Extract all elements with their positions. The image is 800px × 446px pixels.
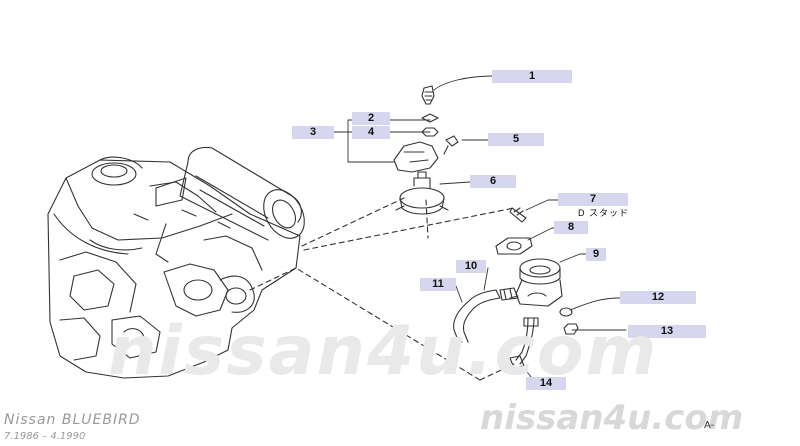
watermark-large: nissan4u.com [108,312,659,391]
callout-6[interactable]: 6 [470,175,516,188]
callout-4[interactable]: 4 [352,126,390,139]
callout-12[interactable]: 12 [620,291,696,304]
part-12-washer [559,307,573,317]
part-10-connector [499,287,519,301]
callout-13[interactable]: 13 [628,325,706,338]
part-5-bolt [443,135,459,155]
watermark-small: nissan4u.com [480,398,744,438]
leader-lines [333,75,627,379]
air-cleaner-illustration [155,146,305,241]
part-1-bolt [421,85,435,105]
part-2-washer [421,113,439,123]
callout-14[interactable]: 14 [526,377,566,390]
bracket [393,141,439,173]
reference-lines [249,197,515,381]
part-7-stud [509,207,527,223]
callout-1[interactable]: 1 [492,70,572,83]
callout-3[interactable]: 3 [292,126,334,139]
part-4-nut [421,127,439,137]
engine-illustration [47,156,301,379]
callout-10[interactable]: 10 [456,260,486,273]
callout-7[interactable]: 7 [558,193,628,206]
model-years: 7.1986 – 4.1990 [4,431,86,442]
callout-2[interactable]: 2 [352,112,390,125]
part-8-gasket [495,237,533,255]
callout-9[interactable]: 9 [586,248,606,261]
part-11-hose [453,289,501,343]
callout-8[interactable]: 8 [554,221,588,234]
page-reference: A- [704,420,715,431]
note-7-stud: D スタッド [578,208,630,218]
callout-5[interactable]: 5 [488,133,544,146]
model-name: Nissan BLUEBIRD [4,412,141,428]
part-6-valve [395,171,449,215]
part-14-tube [509,317,539,369]
callout-11[interactable]: 11 [420,278,456,291]
part-9-egr-valve [509,258,563,307]
part-13-nut [563,323,579,335]
